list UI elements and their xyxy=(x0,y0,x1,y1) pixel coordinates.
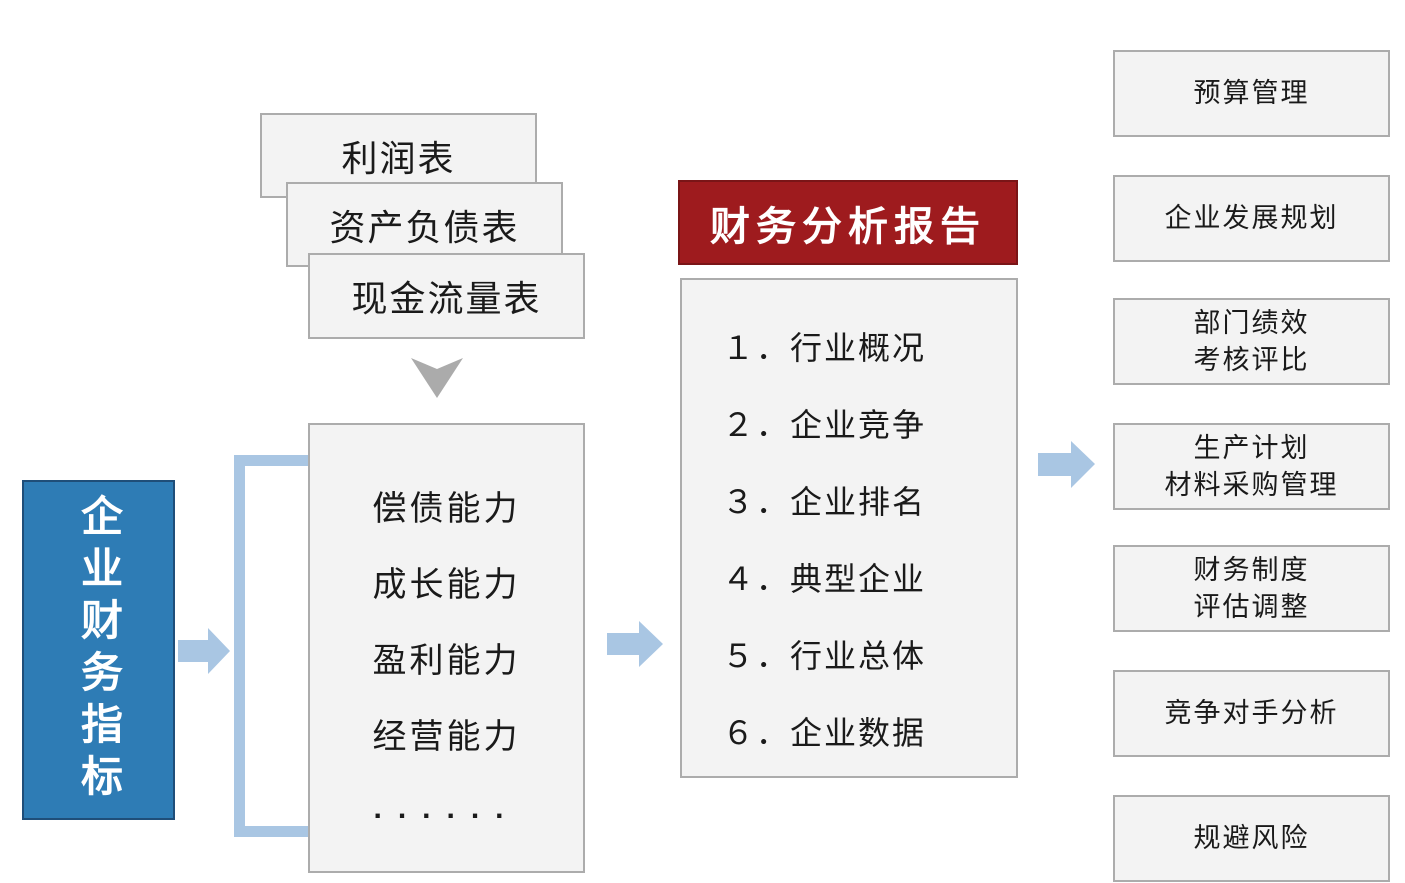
report-title-box: 财务分析报告 xyxy=(678,180,1018,265)
report-contents-box: １．行业概况 ２．企业竞争 ３．企业排名 ４．典型企业 ５．行业总体 ６．企业数… xyxy=(680,278,1018,778)
application-label: 评估调整 xyxy=(1193,591,1310,622)
report-title-label: 财务分析报告 xyxy=(710,204,986,249)
application-label: 生产计划 xyxy=(1193,433,1310,464)
report-item: ２．企业竞争 xyxy=(722,406,927,443)
ability-item: 经营能力 xyxy=(372,717,521,756)
source-box-label: 企业财务指标 xyxy=(75,494,123,806)
right-arrow-icon xyxy=(178,628,230,674)
ability-item: 成长能力 xyxy=(372,565,521,604)
application-label: 部门绩效 xyxy=(1193,308,1310,339)
statement-label: 资产负债表 xyxy=(329,206,520,248)
report-item: ３．企业排名 xyxy=(722,483,927,520)
application-label: 企业发展规划 xyxy=(1164,203,1339,234)
application-label: 财务制度 xyxy=(1193,555,1310,586)
right-arrow-icon xyxy=(607,621,663,667)
report-item: ４．典型企业 xyxy=(722,560,927,597)
bracket-shape xyxy=(234,455,310,837)
application-box-competitor-analysis: 竞争对手分析 xyxy=(1113,670,1390,757)
statement-label: 现金流量表 xyxy=(351,278,542,319)
source-box: 企业财务指标 xyxy=(22,480,175,820)
application-box-budget: 预算管理 xyxy=(1113,50,1390,137)
report-item: ６．企业数据 xyxy=(722,714,927,751)
right-arrow-icon xyxy=(1038,441,1095,488)
application-label: 预算管理 xyxy=(1193,78,1310,109)
application-box-production-procurement: 生产计划材料采购管理 xyxy=(1113,423,1390,510)
statement-label: 利润表 xyxy=(341,137,456,179)
down-arrow-icon xyxy=(411,358,463,398)
application-label: 考核评比 xyxy=(1193,344,1310,375)
application-box-performance-review: 部门绩效考核评比 xyxy=(1113,298,1390,385)
report-item: ５．行业总体 xyxy=(722,637,927,674)
ability-item: 盈利能力 xyxy=(372,641,521,680)
abilities-box: 偿债能力 成长能力 盈利能力 经营能力 ...... xyxy=(308,423,585,873)
report-item: １．行业概况 xyxy=(722,329,927,366)
application-box-development-plan: 企业发展规划 xyxy=(1113,175,1390,262)
application-box-financial-system: 财务制度评估调整 xyxy=(1113,545,1390,632)
ability-item-ellipsis: ...... xyxy=(373,792,520,825)
application-label: 竞争对手分析 xyxy=(1164,698,1339,729)
application-label: 材料采购管理 xyxy=(1164,469,1339,500)
statement-box-cash-flow: 现金流量表 xyxy=(308,253,585,339)
ability-item: 偿债能力 xyxy=(372,489,521,528)
application-label: 规避风险 xyxy=(1193,823,1310,854)
application-box-risk-avoidance: 规避风险 xyxy=(1113,795,1390,882)
